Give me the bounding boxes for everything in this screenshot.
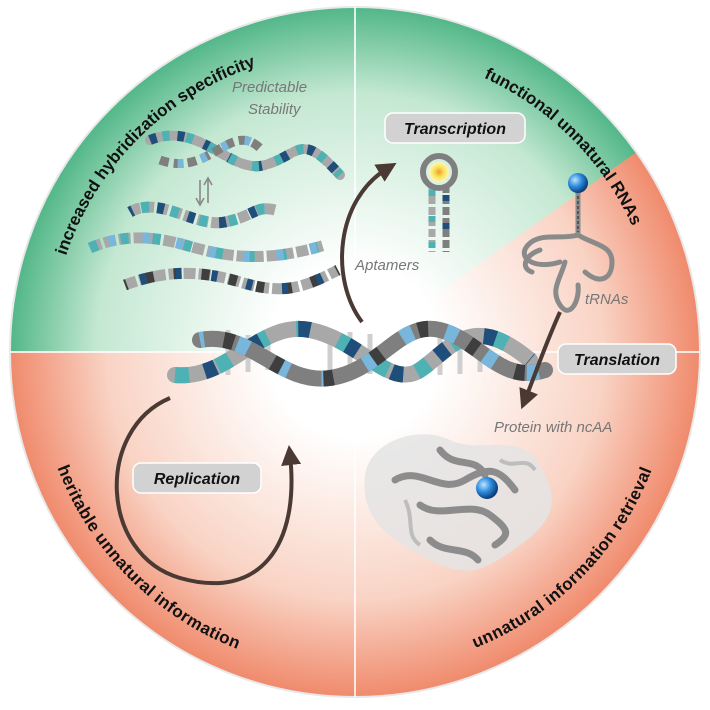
replication-label: Replication — [154, 471, 240, 488]
aptamer-hairpin-icon — [420, 153, 458, 252]
transcription-arrow — [340, 162, 397, 324]
equilibrium-arrows-icon — [195, 176, 213, 207]
aptamers-label: Aptamers — [354, 257, 420, 274]
translation-arrow — [519, 311, 562, 410]
transcription-label: Transcription — [404, 121, 506, 138]
strand-3 — [123, 265, 341, 295]
trnas-label: tRNAs — [585, 291, 629, 308]
replication-box: Replication — [132, 462, 262, 494]
translation-label: Translation — [574, 352, 660, 369]
protein-ribbon-icon — [364, 434, 552, 571]
dna-double-helix-icon — [167, 320, 553, 387]
transcription-box: Transcription — [384, 112, 526, 144]
single-strands — [87, 201, 341, 295]
protein-blue-sphere-icon — [476, 477, 498, 499]
dna-duplex-small — [145, 130, 345, 180]
quadrant-bottom-left — [10, 352, 355, 697]
replication-arrow — [114, 396, 302, 586]
stability-label: Stability — [248, 101, 302, 118]
protein-label: Protein with ncAA — [494, 419, 612, 436]
blue-sphere-icon — [568, 173, 588, 193]
translation-box: Translation — [557, 343, 677, 375]
predictable-label: Predictable — [232, 79, 307, 96]
quadrant-top-left — [10, 7, 355, 352]
